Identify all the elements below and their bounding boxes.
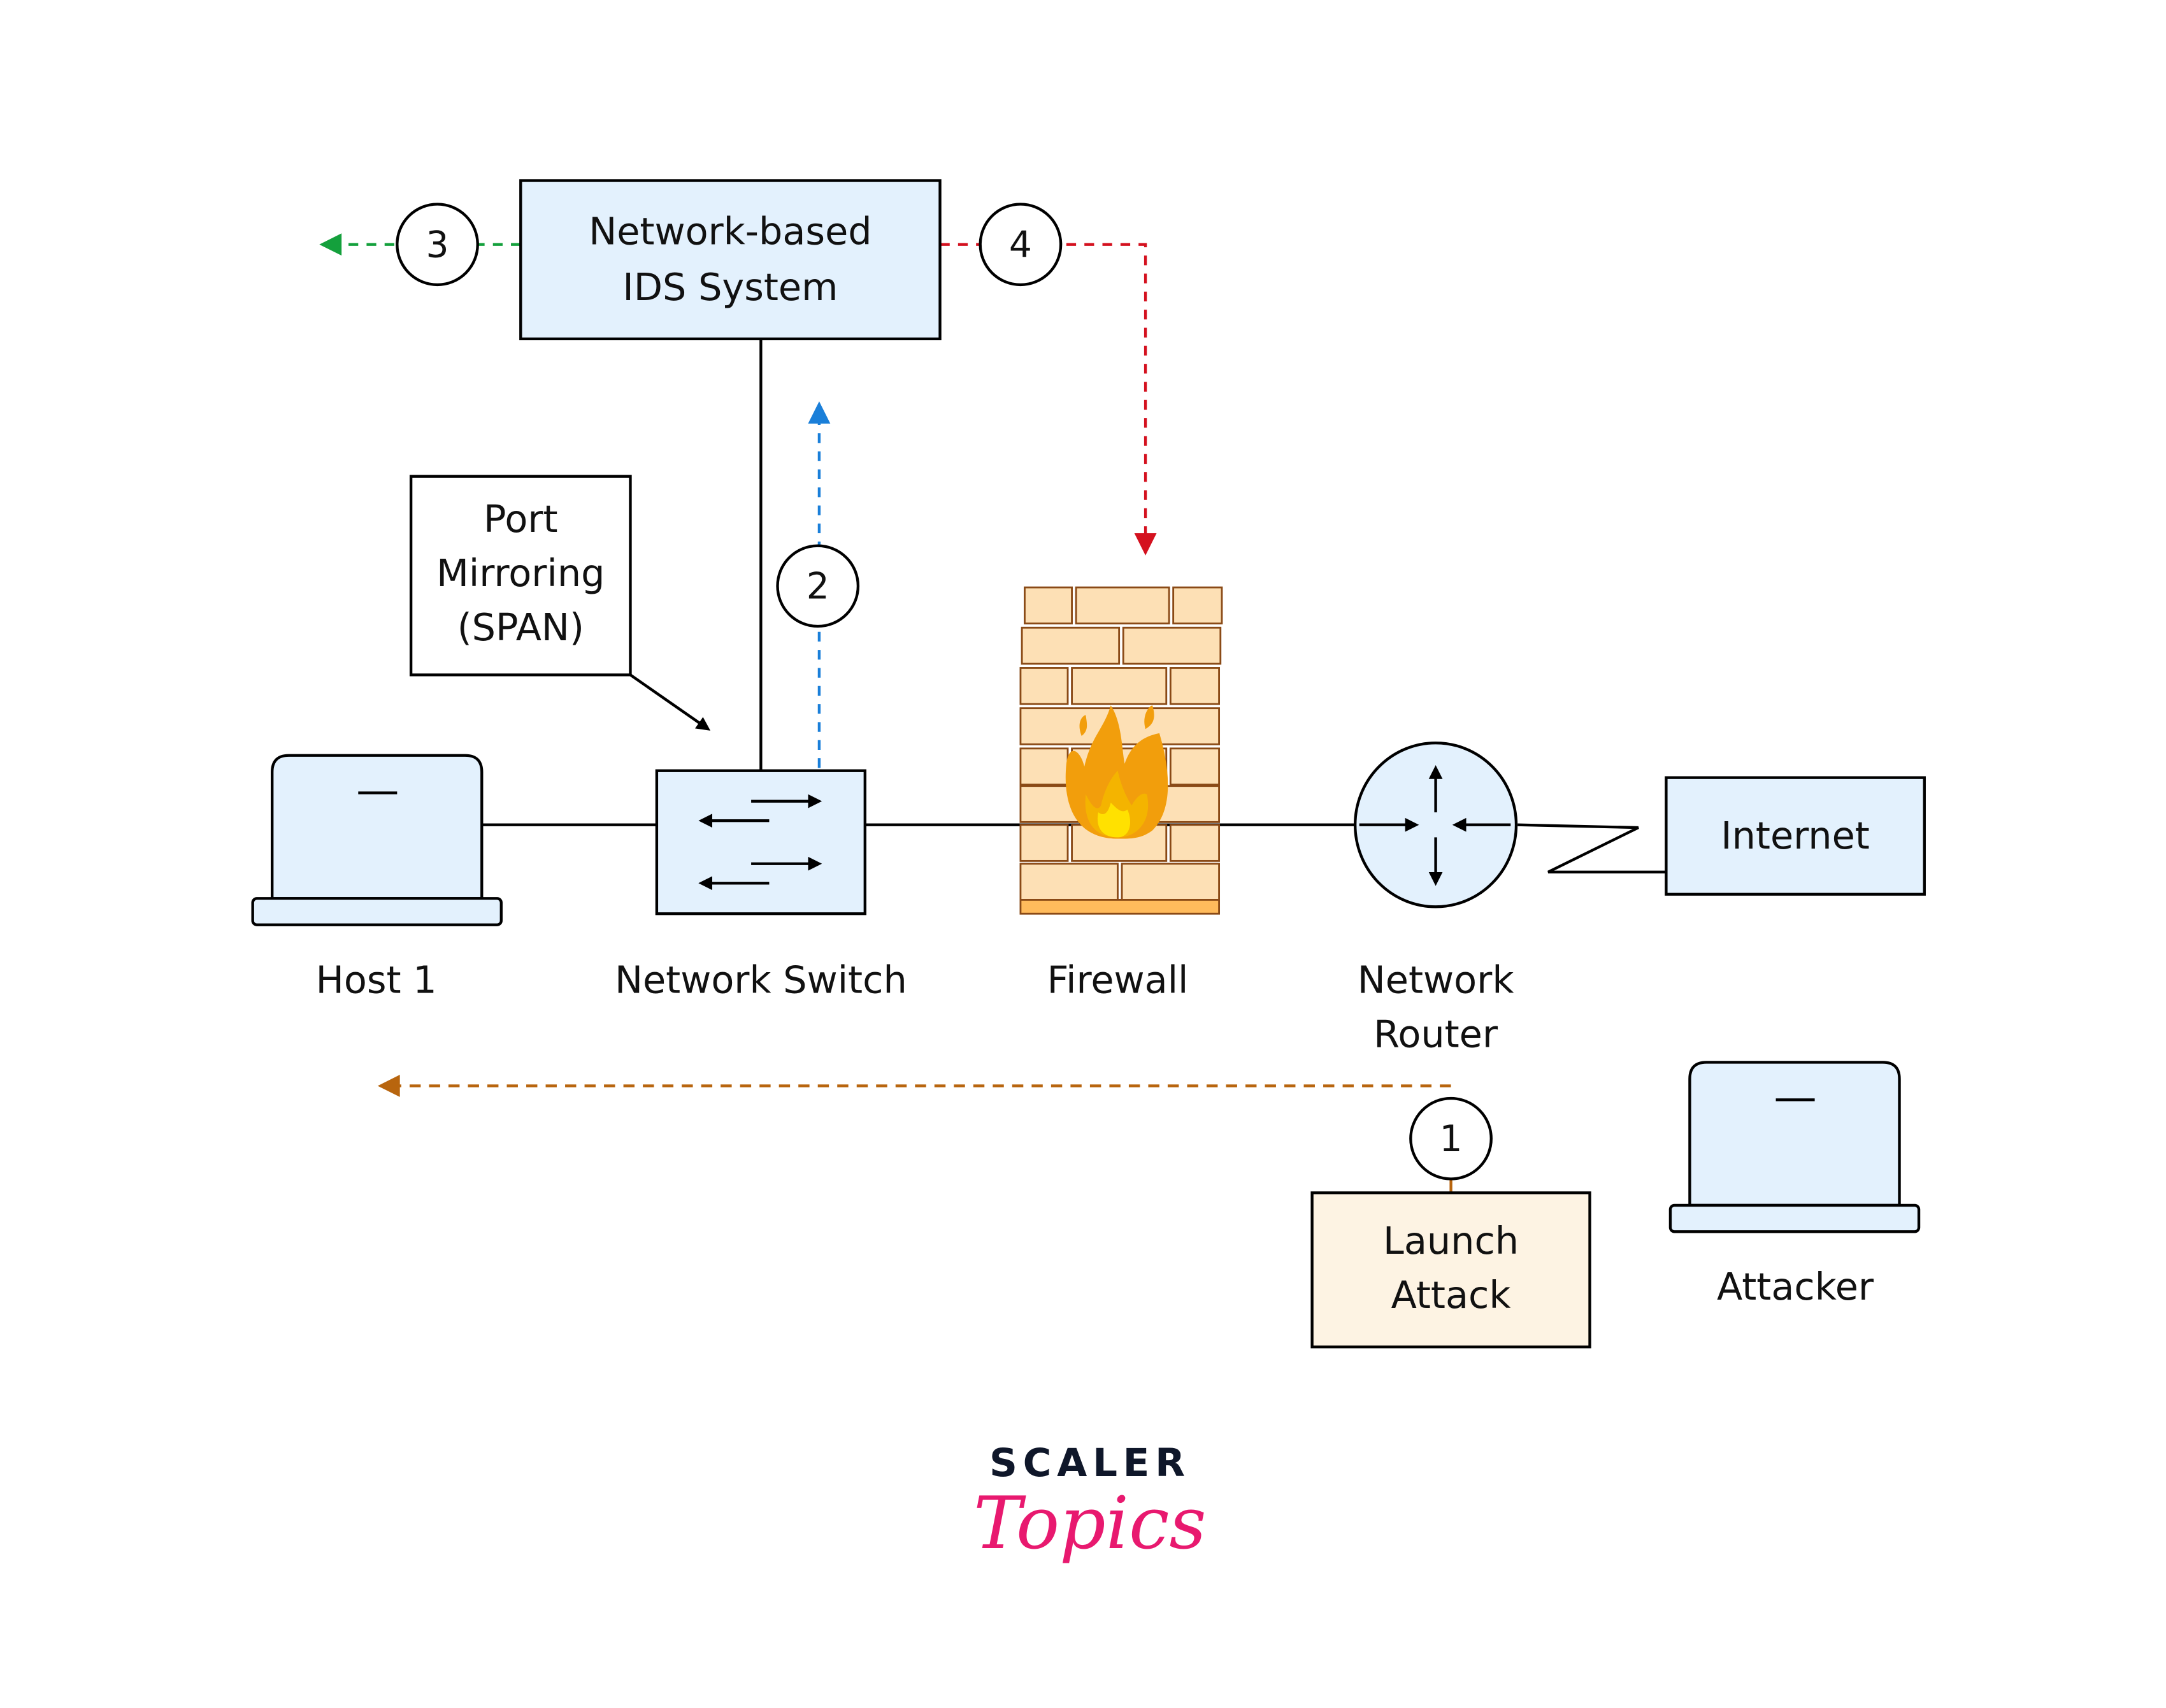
attacker-label: Attacker	[1717, 1265, 1874, 1309]
ids-label-line2: IDS System	[622, 265, 838, 309]
port-mirroring-line2: Mirroring	[436, 551, 605, 595]
scaler-topics-logo: SCALER Topics	[973, 1440, 1206, 1565]
step-4-number: 4	[1009, 224, 1032, 266]
network-switch-label: Network Switch	[615, 958, 907, 1001]
router-label-line2: Router	[1373, 1012, 1498, 1056]
launch-attack-line2: Attack	[1391, 1273, 1511, 1317]
router-to-internet-link-inner	[1527, 833, 1666, 875]
host-1-node[interactable]: Host 1	[251, 754, 503, 1002]
step-3-number: 3	[426, 224, 449, 266]
step-1-badge: 1	[1409, 1096, 1493, 1181]
port-mirroring-pointer	[629, 673, 711, 731]
step-1-arrowhead	[377, 1075, 400, 1097]
fire-icon	[1065, 705, 1168, 839]
port-mirroring-line1: Port	[484, 497, 558, 541]
network-switch-node[interactable]: Network Switch	[615, 769, 907, 1002]
firewall-label: Firewall	[1047, 958, 1189, 1001]
switch-arrows-icon	[698, 794, 822, 891]
router-arrows-icon	[1359, 765, 1511, 886]
step-4-badge: 4	[979, 203, 1063, 287]
step-2-arrowhead	[808, 401, 831, 424]
firewall-node[interactable]: Firewall	[1019, 586, 1223, 1001]
router-to-internet-link	[1517, 823, 1667, 874]
ids-label-line1: Network-based	[589, 210, 871, 254]
laptop-icon	[270, 754, 484, 900]
attacker-node[interactable]: Attacker	[1668, 1061, 1921, 1309]
host-1-label: Host 1	[316, 958, 437, 1001]
network-router-node[interactable]: Network Router	[1353, 741, 1518, 1056]
step-1-number: 1	[1440, 1118, 1463, 1160]
port-mirroring-note: Port Mirroring (SPAN)	[409, 475, 711, 731]
step-3-badge: 3	[396, 203, 479, 287]
step-3-arrowhead	[319, 233, 342, 256]
logo-scaler: SCALER	[989, 1440, 1191, 1486]
internet-node[interactable]: Internet	[1665, 776, 1926, 896]
step-4-arrowhead	[1134, 533, 1157, 556]
ids-system-node[interactable]: Network-based IDS System	[519, 179, 942, 341]
launch-attack-line1: Launch	[1383, 1219, 1519, 1263]
launch-attack-node[interactable]: Launch Attack	[1310, 1191, 1591, 1349]
logo-topics: Topics	[973, 1481, 1206, 1565]
router-label-line1: Network	[1358, 958, 1514, 1001]
step-2-badge: 2	[776, 544, 860, 628]
step-4-arrow	[940, 243, 1147, 536]
step-2-number: 2	[807, 565, 829, 607]
laptop-icon	[1688, 1061, 1901, 1207]
internet-label: Internet	[1721, 814, 1870, 858]
port-mirroring-line3: (SPAN)	[457, 605, 584, 649]
